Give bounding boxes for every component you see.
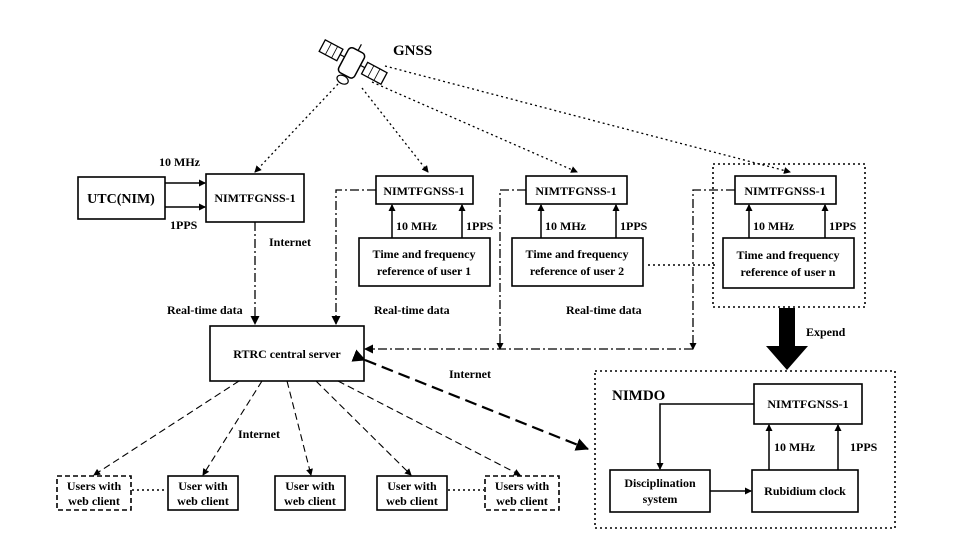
main-receiver-label: NIMTFGNSS-1	[214, 191, 295, 205]
rtrc-server-box	[209, 325, 365, 382]
usern-reference-line2: reference of user n	[741, 265, 836, 279]
server-to-client5-link	[337, 380, 521, 476]
user2-to-server-link	[496, 189, 526, 350]
server-nimdo-link	[351, 349, 589, 451]
rubidium-clock-label: Rubidium clock	[764, 484, 846, 498]
gnss-signal-to-user2	[371, 81, 578, 173]
rtrc-server-label: RTRC central server	[233, 347, 341, 361]
user1-receiver-box	[375, 175, 474, 205]
nimdo-title: NIMDO	[612, 388, 665, 404]
user1-reference-line2: reference of user 1	[377, 264, 471, 278]
client-5-line2: web client	[496, 494, 548, 508]
user1-10mhz-label: 10 MHz	[396, 219, 438, 233]
nimdo-receiver-box	[753, 383, 863, 425]
server-to-client3-link	[286, 380, 313, 476]
user1-1pps-label: 1PPS	[466, 219, 494, 233]
user2-reference-line1: Time and frequency	[526, 247, 629, 261]
user1-receiver-label: NIMTFGNSS-1	[383, 184, 464, 198]
user2-10mhz-label: 10 MHz	[545, 219, 587, 233]
client-box-1	[56, 475, 132, 511]
client-2-line2: web client	[177, 494, 229, 508]
gnss-signal-to-usern	[384, 65, 791, 174]
client-3-line1: User with	[285, 479, 335, 493]
receiver-to-discipline-arrow	[656, 403, 754, 470]
user1-to-server-link	[331, 189, 376, 325]
gnss-signal-to-main	[254, 83, 339, 173]
internet-label-bottom: Internet	[238, 427, 280, 441]
disciplination-box	[609, 469, 711, 513]
user2-reference-line2: reference of user 2	[530, 264, 624, 278]
usern-receiver-label: NIMTFGNSS-1	[744, 184, 825, 198]
server-to-client1-link	[93, 380, 240, 476]
utc-1pps-label: 1PPS	[170, 218, 198, 232]
realtime-label-3: Real-time data	[566, 303, 642, 317]
expend-arrow	[766, 308, 808, 370]
gnss-signal-to-user1	[361, 87, 429, 173]
user2-receiver-label: NIMTFGNSS-1	[535, 184, 616, 198]
client-box-3	[274, 475, 346, 511]
server-to-client4-link	[315, 380, 412, 476]
client-1-line1: Users with	[67, 479, 122, 493]
usern-receiver-box	[734, 175, 837, 205]
client-5-line1: Users with	[495, 479, 550, 493]
usern-1pps-label: 1PPS	[829, 219, 857, 233]
user2-reference-box	[511, 237, 644, 287]
gnss-label: GNSS	[393, 43, 432, 59]
client-2-line1: User with	[178, 479, 228, 493]
user2-1pps-label: 1PPS	[620, 219, 648, 233]
usern-reference-line1: Time and frequency	[737, 248, 840, 262]
usern-reference-box	[722, 237, 855, 289]
utc-10mhz-label: 10 MHz	[159, 155, 201, 169]
rubidium-clock-box	[751, 469, 859, 513]
nimdo-10mhz-label: 10 MHz	[774, 440, 816, 454]
client-box-4	[376, 475, 448, 511]
client-box-5	[484, 475, 560, 511]
satellite-icon	[318, 38, 388, 86]
utc-nim-label: UTC(NIM)	[87, 192, 155, 207]
user1-reference-box	[358, 237, 491, 287]
expend-label: Expend	[806, 325, 846, 339]
client-4-line1: User with	[387, 479, 437, 493]
internet-label-mid: Internet	[449, 367, 491, 381]
usern-group-box	[712, 163, 866, 308]
internet-label-top: Internet	[269, 235, 311, 249]
client-4-line2: web client	[386, 494, 438, 508]
usern-to-bus-link	[689, 189, 735, 350]
usern-10mhz-label: 10 MHz	[753, 219, 795, 233]
realtime-label-1: Real-time data	[167, 303, 243, 317]
main-receiver-box	[205, 173, 305, 223]
client-3-line2: web client	[284, 494, 336, 508]
utc-nim-box	[77, 176, 166, 220]
nimdo-1pps-label: 1PPS	[850, 440, 878, 454]
nimdo-receiver-label: NIMTFGNSS-1	[767, 397, 848, 411]
disciplination-line2: system	[643, 492, 678, 506]
server-to-client2-link	[202, 380, 263, 476]
nimdo-group-box	[594, 370, 896, 529]
client-box-2	[167, 475, 239, 511]
client-1-line2: web client	[68, 494, 120, 508]
user1-reference-line1: Time and frequency	[373, 247, 476, 261]
realtime-label-2: Real-time data	[374, 303, 450, 317]
user2-receiver-box	[525, 175, 628, 205]
disciplination-line1: Disciplination	[624, 476, 696, 490]
